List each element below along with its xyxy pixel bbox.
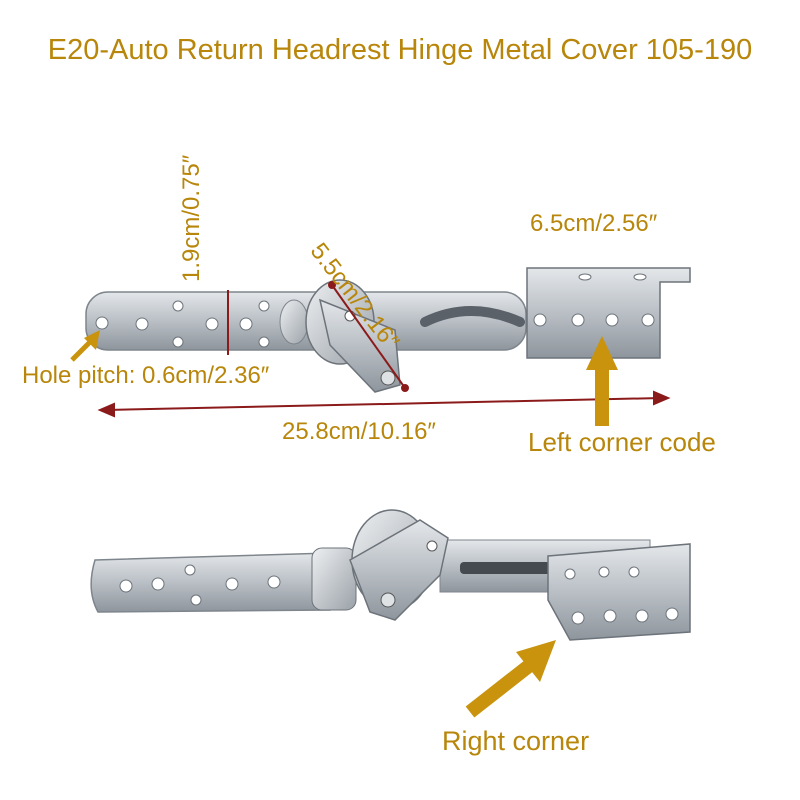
left-hinge <box>85 267 691 393</box>
hole-pitch-arrow <box>70 330 100 362</box>
dimension-lines <box>97 281 671 418</box>
l-bracket <box>526 267 691 359</box>
right-hinge <box>90 509 691 641</box>
total-length-label: 25.8cm/10.16″ <box>282 418 436 445</box>
l-bracket-lower <box>547 543 691 641</box>
hole-pitch-label: Hole pitch: 0.6cm/2.36″ <box>22 362 270 389</box>
hinge-link <box>318 298 401 393</box>
bracket-width-label: 6.5cm/2.56″ <box>530 210 658 237</box>
hinge-arm-plate-lower <box>90 552 331 613</box>
rivet <box>279 299 309 345</box>
height-dimension-label: 1.9cm/0.75″ <box>178 154 205 282</box>
mounting-holes <box>95 300 270 348</box>
hinge-slot <box>420 306 525 327</box>
product-title: E20-Auto Return Headrest Hinge Metal Cov… <box>47 34 753 66</box>
left-corner-label: Left corner code <box>528 427 716 457</box>
right-callout-arrow <box>465 640 556 718</box>
left-callout-arrow <box>586 336 618 426</box>
right-corner-label: Right corner <box>442 726 590 756</box>
